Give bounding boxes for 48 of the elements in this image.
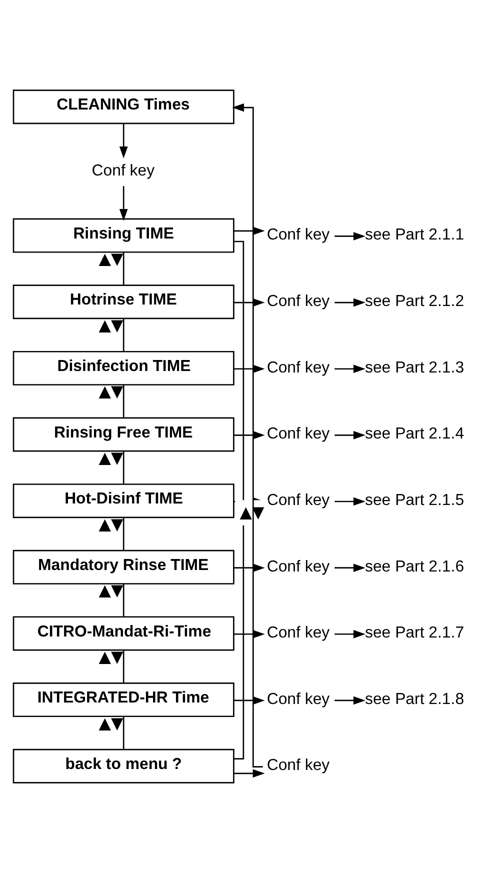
- arrow: [119, 186, 128, 220]
- node-text: Conf key: [266, 425, 330, 442]
- node-box: CLEANING Times: [12, 89, 234, 124]
- arrow: [234, 768, 265, 778]
- arrow: [119, 123, 128, 158]
- node-text: Conf key: [266, 358, 330, 376]
- connector: [122, 716, 124, 749]
- node-box: Hot-Disinf TIME: [12, 483, 234, 518]
- arrow: [334, 298, 366, 306]
- node-text: Conf key: [266, 226, 330, 244]
- arrow: [334, 364, 366, 373]
- node-box: Disinfection TIME: [12, 350, 234, 385]
- node-text: see Part 2.1.4: [365, 425, 464, 442]
- node-text: Conf key: [92, 162, 155, 179]
- node-text: Conf key: [266, 690, 330, 708]
- connector: [122, 252, 124, 284]
- arrow: [334, 496, 366, 506]
- connector: [122, 384, 124, 418]
- connector: [234, 240, 244, 759]
- node-box: Mandatory Rinse TIME: [12, 549, 234, 584]
- node-box: Hotrinse TIME: [12, 284, 234, 319]
- node-text: Conf key: [266, 292, 330, 310]
- node-box: INTEGRATED-HR Time: [12, 682, 234, 717]
- node-text: see Part 2.1.5: [365, 491, 464, 508]
- node-text: Conf key: [266, 491, 330, 508]
- node-text: Conf key: [266, 624, 330, 642]
- node-text: see Part 2.1.6: [365, 558, 464, 575]
- node-box: Rinsing Free TIME: [12, 416, 234, 452]
- node-text: see Part 2.1.1: [365, 226, 464, 244]
- node-box: CITRO-Mandat-Ri-Time: [12, 616, 234, 650]
- connector: [122, 318, 124, 351]
- node-text: Conf key: [266, 558, 330, 575]
- connector: [122, 650, 124, 682]
- node-text: see Part 2.1.2: [365, 292, 464, 310]
- arrow: [334, 629, 366, 638]
- arrow: [334, 696, 366, 704]
- arrow: [334, 232, 366, 240]
- node-text: see Part 2.1.7: [365, 624, 464, 642]
- connector: [122, 583, 124, 616]
- node-text: see Part 2.1.3: [365, 358, 464, 376]
- arrow: [334, 563, 366, 572]
- connector: [122, 450, 124, 484]
- node-text: see Part 2.1.8: [365, 690, 464, 708]
- arrow: [334, 430, 366, 439]
- node-text: Conf key: [266, 756, 330, 774]
- connector: [122, 517, 124, 550]
- node-box: back to menu ?: [12, 748, 234, 783]
- node-box: Rinsing TIME: [12, 218, 234, 252]
